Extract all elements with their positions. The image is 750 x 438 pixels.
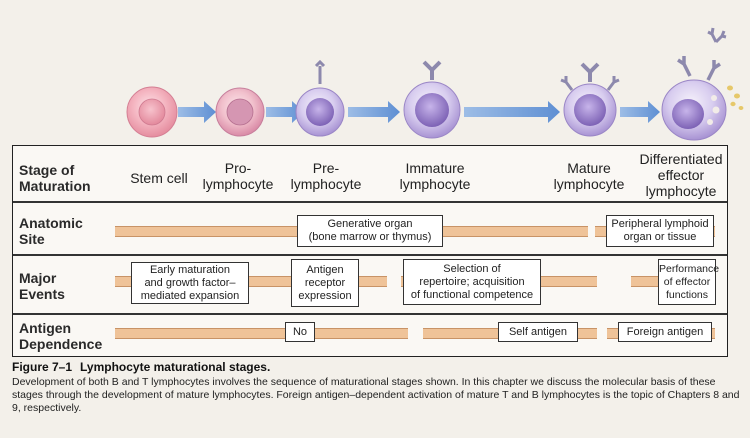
box-line: mediated expansion [140,289,240,302]
box-line: Foreign antigen [626,325,704,338]
box-line: of effector [663,275,711,288]
maturation-table: Stage of Maturation Stem cell Pro- lymph… [12,145,728,357]
stage-stem-cell: Stem cell [119,170,199,186]
antigen-band-none [115,328,408,339]
label-line: Site [19,231,45,247]
row-label-anatomic-site: Anatomic Site [19,215,83,247]
arrow-icon [464,101,560,123]
stage-line: Stem cell [130,170,188,186]
box-line: expression [298,289,352,302]
row-label-stage: Stage of Maturation [19,162,91,194]
row-label-major-events: Major Events [19,270,65,302]
box-line: Antigen [306,263,344,276]
no-antigen-box: No [285,322,315,342]
stem-cell-icon [126,86,178,138]
antigen-receptor-expression-box: Antigen receptor expression [291,259,359,307]
label-line: Stage of [19,162,75,178]
divider [13,254,727,256]
stage-line: lymphocyte [553,176,625,192]
stage-pre-lymphocyte: Pre- lymphocyte [281,160,371,192]
box-line: Self antigen [508,325,568,338]
peripheral-lymphoid-box: Peripheral lymphoid organ or tissue [606,215,714,247]
stage-line: Pro- [224,160,252,176]
stage-line: lymphocyte [399,176,471,192]
figure-number: Figure 7–1 [12,360,73,374]
early-maturation-box: Early maturation and growth factor– medi… [131,262,249,304]
box-line: No [292,325,308,338]
box-line: organ or tissue [623,231,697,243]
divider [13,201,727,203]
row-label-antigen-dependence: Antigen Dependence [19,320,102,352]
pre-lymphocyte-icon [295,59,345,137]
stage-line: Mature [567,160,611,176]
stage-immature-lymphocyte: Immature lymphocyte [385,160,485,192]
box-line: (bone marrow or thymus) [308,231,432,243]
stage-differentiated-effector-lymphocyte: Differentiated effector lymphocyte [633,151,729,199]
box-line: repertoire; acquisition [419,275,525,288]
generative-organ-box: Generative organ (bone marrow or thymus) [297,215,443,247]
figure-caption: Figure 7–1 Lymphocyte maturational stages… [12,361,740,415]
divider [13,313,727,315]
stage-line: effector [657,167,705,183]
caption-body: Development of both B and T lymphocytes … [12,376,740,414]
box-line: functions [665,288,709,301]
label-line: Events [19,286,65,302]
label-line: Antigen [19,320,72,336]
label-line: Dependence [19,336,103,352]
box-line: receptor [304,276,346,289]
arrow-icon [348,101,400,123]
arrow-icon [620,101,660,123]
stage-pro-lymphocyte: Pro- lymphocyte [193,160,283,192]
box-line: of functional competence [410,288,534,301]
mature-lymphocyte-icon [560,62,620,137]
arrow-icon [178,101,216,123]
arrow-icon [266,101,304,123]
selection-repertoire-box: Selection of repertoire; acquisition of … [403,259,541,305]
stage-line: lymphocyte [645,183,717,199]
box-line: Selection of [443,262,501,275]
box-line: Performance [659,262,720,275]
box-line: and growth factor– [144,276,236,289]
label-line: Major [19,270,57,286]
foreign-antigen-box: Foreign antigen [618,322,712,342]
box-line: Peripheral lymphoid [611,218,709,230]
stage-line: Pre- [312,160,340,176]
label-line: Anatomic [19,215,83,231]
events-band-early [115,276,387,287]
immature-lymphocyte-icon [403,60,461,139]
box-line: Early maturation [149,263,231,276]
effector-lymphocyte-icon [661,27,744,141]
stage-line: lymphocyte [202,176,274,192]
stage-line: Immature [405,160,465,176]
pro-lymphocyte-icon [215,87,265,137]
stage-line: Differentiated [639,151,723,167]
self-antigen-box: Self antigen [498,322,578,342]
caption-title: Figure 7–1 Lymphocyte maturational stages… [12,361,740,374]
figure-title: Lymphocyte maturational stages. [80,360,271,374]
performance-effector-box: Performance of effector functions [658,259,720,305]
stage-mature-lymphocyte: Mature lymphocyte [539,160,639,192]
label-line: Maturation [19,178,91,194]
box-line: Generative organ [327,218,413,230]
cell-stages-illustration [126,27,744,141]
stage-line: lymphocyte [290,176,362,192]
